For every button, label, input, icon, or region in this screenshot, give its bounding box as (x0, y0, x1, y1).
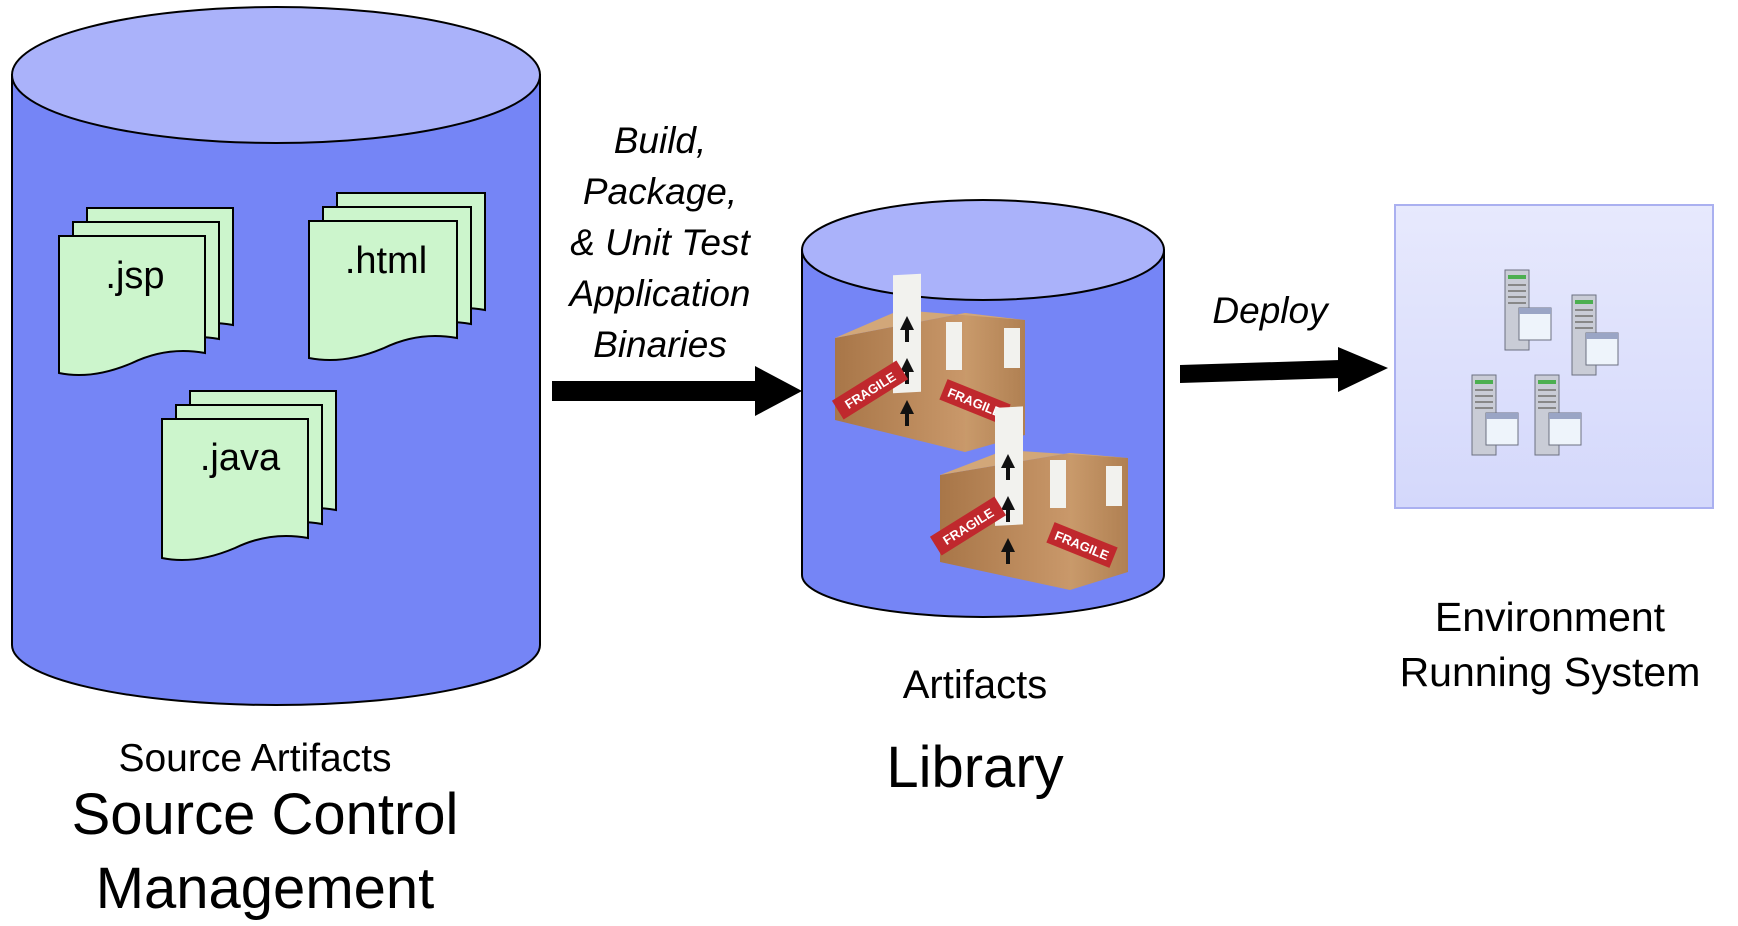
html-file-stack-icon (308, 192, 486, 361)
source-control-title-line: Management (95, 856, 435, 921)
build-step-line: Binaries (593, 324, 727, 365)
build-step-line: Application (569, 273, 751, 314)
server-icon (1471, 374, 1519, 456)
server-icon (1571, 294, 1619, 376)
html-file-label: .html (344, 240, 428, 282)
java-file-label: .java (199, 437, 281, 479)
build-step-label: Build, Package, & Unit Test Application … (545, 115, 775, 370)
deploy-arrow (1180, 347, 1388, 392)
build-step-line: Package, (582, 171, 738, 212)
fragile-box-icon: FRAGILE FRAGILE (929, 406, 1128, 590)
environment-caption-line: Environment (1434, 594, 1666, 640)
environment-caption: Environment Running System (1370, 590, 1730, 700)
java-file-stack-icon (161, 390, 337, 561)
server-icon (1534, 374, 1582, 456)
build-step-line: Build, (613, 120, 707, 161)
jsp-file-label: .jsp (105, 255, 165, 297)
environment-panel (1394, 204, 1714, 509)
environment-caption-line: Running System (1399, 649, 1701, 695)
library-title: Library (886, 735, 1064, 800)
artifacts-caption: Artifacts (902, 663, 1048, 707)
deploy-label: Deploy (1212, 290, 1328, 331)
source-artifacts-caption: Source Artifacts (118, 737, 392, 780)
build-arrow (552, 366, 802, 416)
source-control-title: Source Control Management (15, 778, 515, 926)
build-step-line: & Unit Test (570, 222, 750, 263)
server-icon (1504, 269, 1552, 351)
jsp-file-stack-icon (58, 207, 234, 376)
source-control-title-line: Source Control (71, 782, 459, 847)
